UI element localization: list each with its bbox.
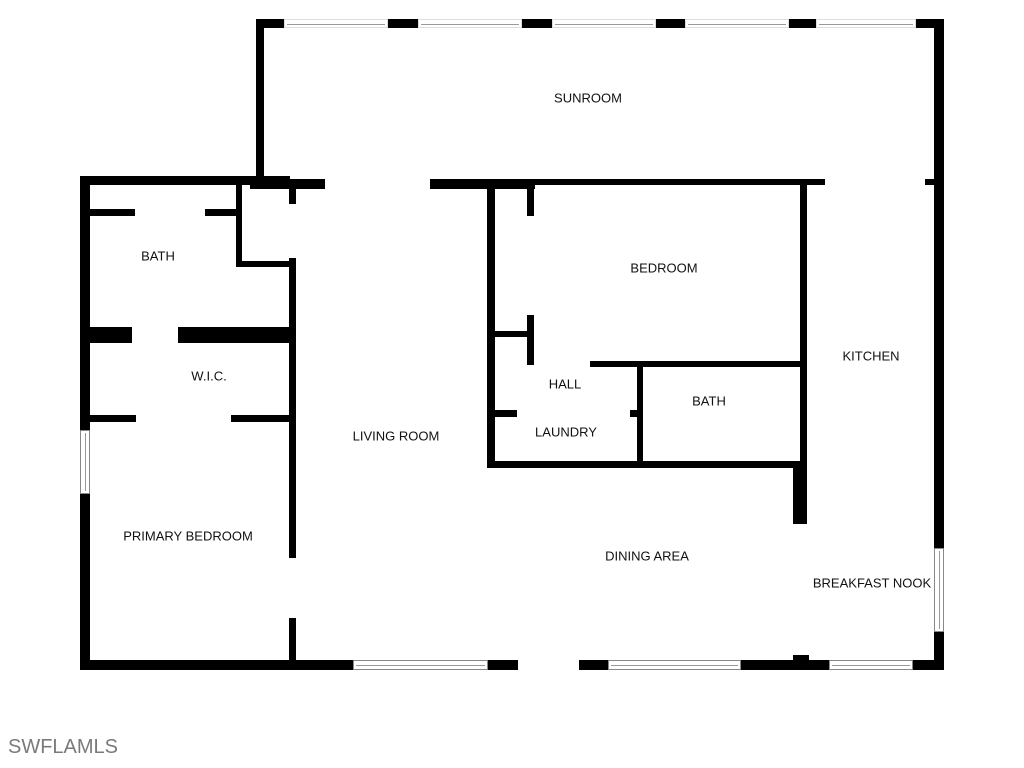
wall (80, 176, 90, 430)
window (284, 19, 388, 28)
wall (80, 176, 290, 185)
window (816, 19, 916, 28)
wall (80, 660, 353, 670)
room-label-breakfast-nook: BREAKFAST NOOK (812, 575, 932, 591)
wall (579, 660, 608, 670)
wall (793, 655, 809, 665)
wall (289, 618, 296, 668)
wall (289, 184, 296, 204)
watermark: SWFLAMLS (8, 736, 119, 758)
room-label-hall: HALL (548, 376, 582, 392)
window (608, 660, 741, 670)
wall (487, 360, 495, 368)
window (934, 548, 944, 632)
wall (256, 19, 284, 28)
wall (205, 209, 238, 216)
wall (934, 179, 944, 548)
wall (630, 410, 643, 417)
wall (916, 19, 944, 28)
wall (80, 415, 136, 422)
wall (527, 184, 534, 216)
wall (487, 410, 517, 417)
room-label-kitchen: KITCHEN (842, 348, 900, 364)
room-label-primary-bath: BATH (141, 248, 175, 264)
wall (388, 19, 418, 28)
room-label-bedroom: BEDROOM (630, 260, 698, 276)
wall (487, 184, 495, 467)
window (80, 430, 90, 494)
wall (80, 494, 90, 670)
wall (934, 632, 944, 670)
wall (934, 19, 944, 181)
wall (80, 209, 135, 216)
room-label-wic: W.I.C. (191, 368, 227, 384)
wall (789, 19, 816, 28)
wall (178, 327, 294, 343)
window (685, 19, 789, 28)
wall (913, 660, 944, 670)
wall (256, 19, 264, 181)
wall (527, 315, 534, 365)
wall (793, 462, 807, 524)
wall (487, 461, 807, 468)
wall (488, 660, 518, 670)
wall (250, 179, 325, 189)
wall (800, 184, 807, 524)
wall (487, 331, 532, 337)
wall (430, 179, 535, 189)
room-label-primary-bedroom: PRIMARY BEDROOM (123, 528, 253, 544)
wall (522, 19, 552, 28)
window (829, 660, 913, 670)
wall (656, 19, 685, 28)
wall (535, 179, 825, 185)
wall (231, 415, 294, 422)
wall (236, 184, 242, 267)
wall (289, 258, 296, 558)
room-label-laundry: LAUNDRY (535, 424, 597, 440)
room-label-bath: BATH (692, 393, 726, 409)
wall (80, 327, 132, 343)
window (353, 660, 488, 670)
wall (236, 261, 294, 267)
room-label-living-room: LIVING ROOM (352, 428, 440, 444)
wall (590, 361, 806, 367)
window (552, 19, 656, 28)
room-label-sunroom: SUNROOM (554, 90, 622, 106)
wall (741, 660, 829, 670)
window (418, 19, 522, 28)
room-label-dining-area: DINING AREA (605, 548, 689, 564)
